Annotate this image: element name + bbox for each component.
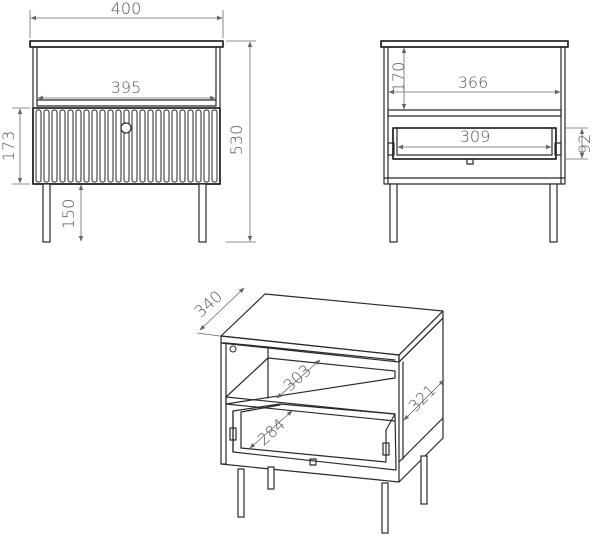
section-leg-left: [389, 183, 398, 243]
drawer-slat: [179, 109, 186, 183]
iso-drawer-depth-label: 284: [254, 415, 289, 450]
front-view: [29, 40, 224, 243]
iso-side-depth-label: 321: [405, 381, 440, 416]
section-dimension-shelf-height: 170: [389, 47, 408, 110]
front-dimension-total-height: 530: [226, 40, 256, 243]
iso-dimension-side-depth: 321: [403, 379, 445, 421]
front-drawer-slats: [35, 109, 218, 183]
drawer-slat: [99, 109, 106, 183]
iso-dimension-depth: 340: [191, 287, 245, 337]
section-drawer-height-label: 92: [575, 134, 594, 154]
iso-leg-back-right: [420, 455, 428, 505]
section-shelf: [387, 109, 562, 117]
front-drawer: [32, 107, 221, 185]
drawer-slat: [35, 109, 42, 183]
drawer-slat: [203, 109, 210, 183]
section-shelf-height-label: 170: [389, 62, 408, 93]
drawer-slat: [163, 109, 170, 183]
drawer-slat: [155, 109, 162, 183]
section-inner-width-label: 366: [458, 73, 489, 92]
section-top-panel: [380, 40, 569, 48]
drawer-slat: [107, 109, 114, 183]
front-leg-height-label: 150: [59, 199, 78, 230]
front-total-height-label: 530: [227, 125, 246, 156]
front-inner-width-label: 395: [111, 78, 142, 97]
drawer-slat: [211, 109, 218, 183]
section-dimension-drawer-height: 92: [566, 127, 594, 160]
isometric-view: [220, 293, 444, 534]
drawer-slat: [147, 109, 154, 183]
section-dimension-drawer-width: 309: [397, 127, 552, 150]
front-top-panel: [29, 40, 224, 48]
section-body: [383, 46, 566, 185]
drawer-slat: [195, 109, 202, 183]
drawer-slat: [51, 109, 58, 183]
front-drawer-height-label: 173: [0, 131, 18, 162]
section-runner-left: [387, 142, 395, 156]
iso-leg-front-left: [237, 468, 245, 518]
front-dimension-inner-width: 395: [37, 78, 216, 101]
front-width-label: 400: [111, 0, 142, 18]
front-drawer-knob: [120, 122, 132, 134]
drawer-slat: [115, 109, 122, 183]
drawer-slat: [75, 109, 82, 183]
drawer-slat: [187, 109, 194, 183]
front-dimension-leg-height: 150: [59, 184, 84, 242]
front-shelf: [36, 99, 217, 107]
front-leg-right: [198, 183, 207, 243]
iso-runner-left: [229, 427, 237, 441]
drawer-slat: [91, 109, 98, 183]
front-body: [32, 46, 221, 185]
front-dimension-drawer-height: 173: [0, 107, 30, 185]
iso-side-cutout: [229, 345, 237, 353]
iso-shelf-depth-label: 303: [280, 361, 315, 396]
drawer-slat: [59, 109, 66, 183]
iso-depth-label: 340: [191, 287, 226, 322]
drawer-slat: [123, 109, 130, 183]
drawer-slat: [67, 109, 74, 183]
drawer-slat: [139, 109, 146, 183]
iso-shelf: [225, 357, 396, 405]
drawer-slat: [43, 109, 50, 183]
iso-leg-back-left: [267, 466, 275, 490]
iso-left-side: [220, 342, 227, 465]
section-view: [380, 40, 569, 243]
iso-leg-front-right: [381, 482, 389, 534]
iso-dimension-drawer-depth: 284: [249, 410, 293, 450]
drawer-slat: [171, 109, 178, 183]
drawer-slat: [83, 109, 90, 183]
front-leg-left: [42, 183, 51, 243]
section-dimension-inner-width: 366: [388, 73, 561, 95]
drawer-slat: [131, 109, 138, 183]
front-dimension-width: 400: [29, 0, 224, 38]
section-runner-right: [554, 142, 562, 156]
iso-runner-right: [382, 442, 390, 456]
section-leg-right: [549, 183, 558, 243]
section-drawer-width-label: 309: [460, 127, 491, 146]
